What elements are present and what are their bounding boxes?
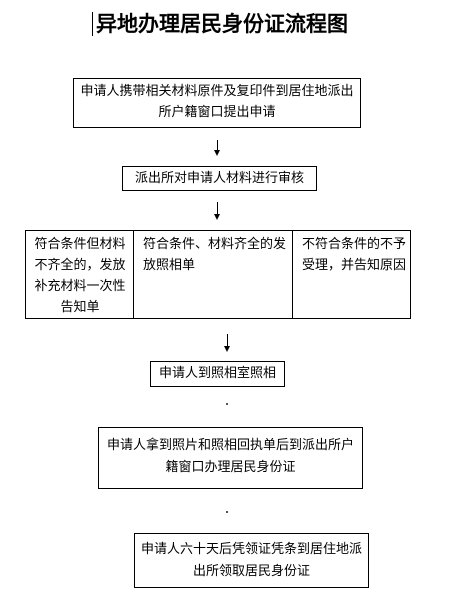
branch-incomplete-materials: 符合条件但材料不齐全的，发放补充材料一次性告知单 bbox=[27, 232, 133, 320]
branch-issue-photo-form-text: 符合条件、材料齐全的发放照相单 bbox=[143, 237, 287, 273]
page-title: 异地办理居民身份证流程图 bbox=[96, 12, 348, 36]
step-review-materials: 派出所对申请人材料进行审核 bbox=[122, 166, 317, 191]
branch-row bbox=[25, 230, 411, 319]
step-collect-id-card: 申请人六十天后凭领证凭条到居住地派出所领取居民身份证 bbox=[134, 533, 369, 588]
flow-marker-2 bbox=[226, 511, 228, 513]
branch-rejected-text: 不符合条件的不予受理，并告知原因 bbox=[302, 237, 407, 273]
branch-divider-1 bbox=[133, 230, 134, 319]
step-submit-application: 申请人携带相关材料原件及复印件到居住地派出所户籍窗口提出申请 bbox=[73, 78, 361, 128]
step-process-id-card-text: 申请人拿到照片和照相回执单后到派出所户籍窗口办理居民身份证 bbox=[106, 438, 354, 475]
branch-issue-photo-form: 符合条件、材料齐全的发放照相单 bbox=[135, 232, 292, 278]
step-submit-application-text: 申请人携带相关材料原件及复印件到居住地派出所户籍窗口提出申请 bbox=[80, 84, 354, 120]
step-process-id-card: 申请人拿到照片和照相回执单后到派出所户籍窗口办理居民身份证 bbox=[98, 427, 363, 489]
flow-marker-1 bbox=[226, 403, 228, 405]
branch-divider-2 bbox=[292, 230, 293, 319]
step-take-photo-text: 申请人到照相室照相 bbox=[158, 366, 276, 381]
step-take-photo: 申请人到照相室照相 bbox=[150, 361, 285, 387]
text-cursor bbox=[92, 12, 93, 36]
branch-rejected: 不符合条件的不予受理，并告知原因 bbox=[294, 232, 410, 278]
branch-incomplete-materials-text: 符合条件但材料不齐全的，发放补充材料一次性告知单 bbox=[34, 237, 126, 315]
step-collect-id-card-text: 申请人六十天后凭领证凭条到居住地派出所领取居民身份证 bbox=[140, 542, 362, 579]
step-review-materials-text: 派出所对申请人材料进行审核 bbox=[134, 171, 304, 186]
